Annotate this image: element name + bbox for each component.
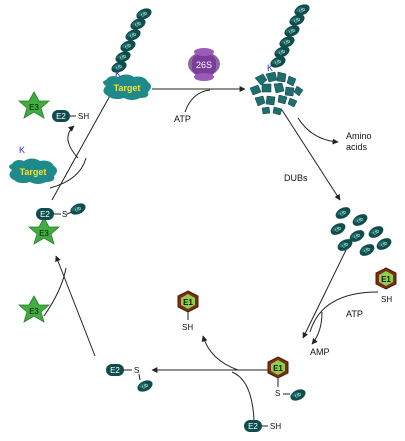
degraded-target-fragments [249, 71, 304, 116]
e2-label-top: E2 [56, 112, 66, 121]
e2-sh-bottom: E2 SH [244, 420, 281, 432]
ub-label: Ub [140, 11, 149, 19]
e2-ub-thioester: E2 S Ub [106, 364, 155, 394]
arrow-e1-release [201, 335, 239, 371]
arrow-to-free-ub [281, 109, 341, 201]
sh-label-e1-right: SH [381, 295, 392, 304]
ub-label: Ub [124, 43, 133, 51]
arrow-amino-acids [297, 117, 339, 145]
amino-acids-label-line1: Amino [346, 131, 372, 141]
e3-label-lower: E3 [29, 307, 39, 316]
cycle-arrows [43, 86, 379, 421]
target-label-top: Target [114, 83, 141, 93]
e1-ub-thioester: E1 S Ub [267, 356, 308, 403]
ub-chain-left: Ub Ub Ub Ub Ub Ub [109, 6, 154, 75]
ub-label: Ub [334, 225, 343, 234]
e3-released-top: E3 [17, 91, 51, 119]
ub-label: Ub [341, 241, 350, 250]
arrow-e2-to-e3 [55, 255, 96, 357]
arrow-target-in [49, 157, 87, 189]
ub-label: Ub [119, 54, 128, 62]
s-label-e2: S [134, 366, 139, 375]
arrow-ub-to-e1 [302, 249, 347, 339]
ub-label: Ub [288, 28, 297, 36]
ub-label: Ub [274, 59, 283, 67]
sh-label-e2-top: SH [78, 112, 89, 121]
e2-label-left: E2 [110, 366, 120, 375]
e1-label-right: E1 [381, 275, 391, 284]
ub-label: Ub [339, 209, 348, 218]
amino-acids-label-line2: acids [346, 142, 368, 152]
ub-label: Ub [134, 21, 143, 29]
ub-label: Ub [74, 206, 83, 214]
sh-label-e2-bottom: SH [270, 422, 281, 431]
arrow-amp-curve [311, 311, 323, 345]
e1-enzyme-released: E1 SH [177, 290, 199, 332]
ub-label: Ub [372, 228, 381, 237]
ub-label: Ub [283, 39, 292, 47]
ub-label: Ub [141, 383, 150, 391]
e2-label-bottom: E2 [248, 422, 258, 431]
proteasome-26s: 26S [188, 48, 220, 81]
atp-label-top: ATP [174, 114, 191, 124]
ub-label: Ub [115, 64, 124, 72]
ub-label: Ub [278, 49, 287, 57]
arrow-atp-curve [309, 291, 379, 333]
e1-label-bottom: E1 [273, 364, 283, 373]
ub-label: Ub [353, 232, 362, 241]
sh-label-e1-released: SH [182, 323, 193, 332]
ub-label: Ub [129, 32, 138, 40]
e2-sh-top: E2 SH [52, 110, 89, 122]
lysine-label-free: K [19, 145, 25, 155]
ub-label: Ub [294, 392, 303, 400]
e3-label-complex: E3 [39, 229, 49, 238]
atp-label-right: ATP [346, 309, 363, 319]
target-protein-free: Target K [9, 145, 57, 184]
s-label-complex: S [62, 210, 67, 219]
free-ubiquitin-cluster: Ub Ub Ub Ub Ub Ub Ub Ub [328, 204, 394, 259]
amp-label: AMP [310, 347, 330, 357]
lysine-label-top: K [115, 69, 121, 79]
e2-e3-complex: E3 E2 S Ub [27, 201, 88, 245]
lysine-label-right: K [267, 63, 273, 73]
arrow-e3-in [43, 267, 67, 317]
arrow-e2-in [231, 371, 255, 421]
ub-label: Ub [293, 17, 302, 25]
e3-label-top: E3 [29, 103, 39, 112]
ub-label: Ub [356, 216, 365, 225]
ub-label: Ub [363, 246, 372, 255]
e3-ligase-lower: E3 [17, 295, 51, 323]
dubs-label: DUBs [284, 173, 308, 183]
e2-label-complex: E2 [40, 210, 50, 219]
arrow-e3-release [67, 125, 79, 159]
e1-enzyme-right: E1 SH [375, 267, 397, 304]
arrow-to-target [51, 91, 113, 201]
proteasome-label: 26S [196, 60, 212, 70]
e1-label-released: E1 [183, 298, 193, 307]
arrow-atp-in [184, 89, 211, 113]
target-label-free: Target [20, 167, 47, 177]
ub-label: Ub [380, 240, 389, 249]
ub-label: Ub [298, 7, 307, 15]
ub-chain-right: Ub Ub Ub Ub Ub Ub [268, 2, 312, 70]
target-protein-top: Target K [103, 69, 151, 100]
s-label-e1: S [275, 389, 280, 398]
